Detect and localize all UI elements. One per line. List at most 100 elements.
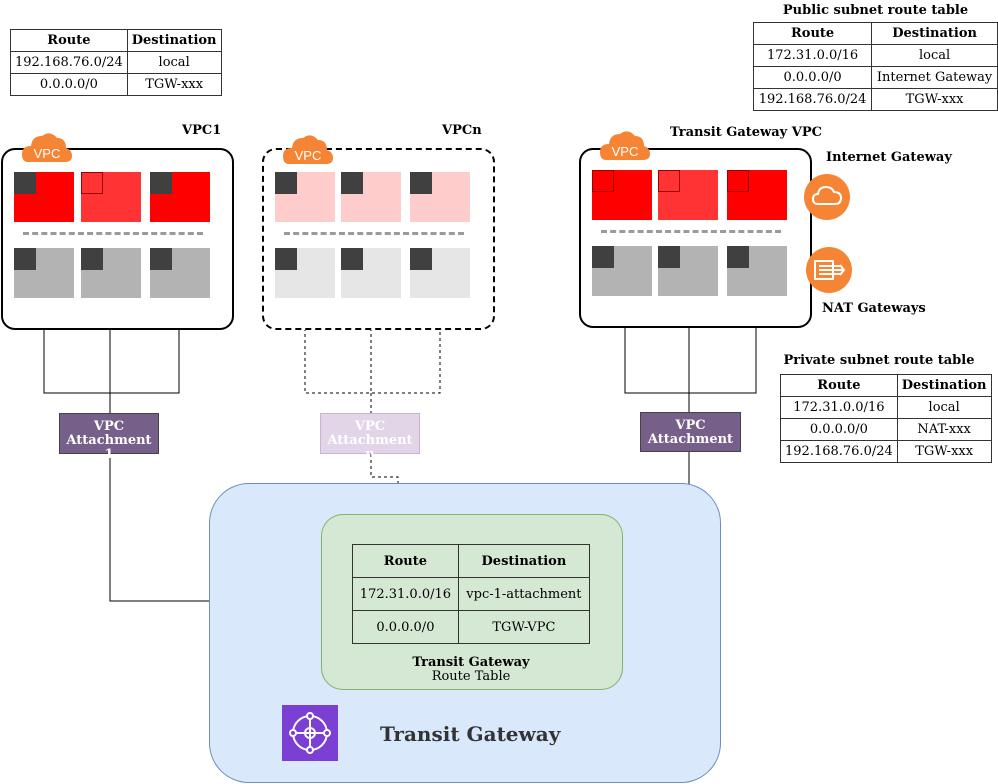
route-cell: 0.0.0.0/0 xyxy=(10,73,128,96)
lock-icon xyxy=(14,172,36,194)
attachment-label-line1: VPC xyxy=(93,419,125,434)
vpc1-box xyxy=(1,148,234,330)
private-subnet xyxy=(658,246,718,296)
lock-icon xyxy=(592,170,614,192)
private-subnet xyxy=(275,248,335,298)
lock-icon xyxy=(410,172,432,194)
attachment-label-line1: VPC xyxy=(354,419,386,434)
private-subnet xyxy=(341,248,401,298)
lock-icon xyxy=(81,172,103,194)
vpc1-label: VPC1 xyxy=(182,123,222,138)
lock-icon xyxy=(410,248,432,270)
nat-gateways-label: NAT Gateways xyxy=(822,301,926,316)
private-subnet xyxy=(592,246,652,296)
internet-gateway-icon xyxy=(804,174,850,220)
public-subnet xyxy=(410,172,470,222)
destination-cell: NAT-xxx xyxy=(896,418,992,441)
destination-header: Destination xyxy=(126,29,222,52)
destination-cell: local xyxy=(126,51,222,74)
lock-icon xyxy=(658,246,680,268)
lock-icon xyxy=(592,246,614,268)
route-header: Route xyxy=(10,29,128,52)
vpc-attachment-1: VPC Attachment 1 xyxy=(59,413,159,462)
internet-gateway-label: Internet Gateway xyxy=(826,150,952,165)
route-cell: 192.168.76.0/24 xyxy=(10,51,128,74)
lock-icon xyxy=(150,172,172,194)
route-cell: 172.31.0.0/16 xyxy=(752,44,873,67)
svg-text:VPC: VPC xyxy=(612,144,639,159)
private-subnet xyxy=(727,246,787,296)
destination-header: Destination xyxy=(871,22,998,45)
vpc-cloud-icon: VPC xyxy=(22,133,72,162)
route-cell: 172.31.0.0/16 xyxy=(352,577,459,611)
svg-text:VPC: VPC xyxy=(34,146,61,161)
tgw-vpc-box xyxy=(579,148,812,328)
vpc-cloud-icon: VPC xyxy=(600,131,650,160)
transit-gateway-icon xyxy=(282,705,338,761)
vpc1-route-table: Route Destination 192.168.76.0/24 local … xyxy=(10,29,222,96)
private-route-table-title: Private subnet route table xyxy=(783,353,975,368)
public-subnet xyxy=(81,172,141,222)
subnet-separator xyxy=(601,230,781,233)
destination-cell: TGW-xxx xyxy=(871,88,998,111)
route-cell: 0.0.0.0/0 xyxy=(752,66,873,89)
nat-gateway-icon xyxy=(806,247,852,293)
private-subnet xyxy=(150,248,210,298)
public-subnet xyxy=(341,172,401,222)
lock-icon xyxy=(341,248,363,270)
public-subnet xyxy=(275,172,335,222)
vpc-cloud-icon: VPC xyxy=(283,135,333,164)
private-subnet xyxy=(14,248,74,298)
destination-cell: local xyxy=(871,44,998,67)
tgw-route-table: Route Destination 172.31.0.0/16 vpc-1-at… xyxy=(352,544,591,644)
lock-icon xyxy=(150,248,172,270)
destination-header: Destination xyxy=(896,374,992,397)
tgw-route-table-caption: Transit Gateway Route Table xyxy=(321,656,621,684)
public-subnet xyxy=(150,172,210,222)
destination-cell: vpc-1-attachment xyxy=(457,577,591,611)
destination-cell: TGW-xxx xyxy=(896,440,992,463)
lock-icon xyxy=(658,170,680,192)
route-header: Route xyxy=(780,374,898,397)
transit-gateway-title: Transit Gateway xyxy=(380,722,561,746)
lock-icon xyxy=(14,248,36,270)
private-subnet xyxy=(81,248,141,298)
lock-icon xyxy=(81,248,103,270)
attachment-label-line2: Attachment n xyxy=(327,433,413,462)
attachment-label-line2: Attachment xyxy=(647,432,734,447)
subnet-separator xyxy=(23,232,203,235)
public-subnet xyxy=(658,170,718,220)
public-subnet xyxy=(14,172,74,222)
destination-cell: local xyxy=(896,396,992,419)
lock-icon xyxy=(275,172,297,194)
destination-cell: TGW-VPC xyxy=(457,610,591,644)
route-cell: 172.31.0.0/16 xyxy=(780,396,898,419)
destination-cell: TGW-xxx xyxy=(126,73,222,96)
lock-icon xyxy=(727,246,749,268)
vpcn-label: VPCn xyxy=(442,123,482,138)
route-cell: 192.168.76.0/24 xyxy=(752,88,873,111)
tgw-route-table-caption-sub: Route Table xyxy=(431,669,511,684)
lock-icon xyxy=(727,170,749,192)
route-cell: 0.0.0.0/0 xyxy=(352,610,459,644)
private-subnet xyxy=(410,248,470,298)
lock-icon xyxy=(275,248,297,270)
vpc-attachment-n: VPC Attachment n xyxy=(320,413,420,462)
subnet-separator xyxy=(284,232,464,235)
route-cell: 0.0.0.0/0 xyxy=(780,418,898,441)
svg-text:VPC: VPC xyxy=(295,148,322,163)
route-header: Route xyxy=(752,22,873,45)
public-subnet xyxy=(727,170,787,220)
public-subnet xyxy=(592,170,652,220)
private-route-table: Route Destination 172.31.0.0/16 local 0.… xyxy=(780,374,992,463)
vpc-attachment: VPC Attachment xyxy=(640,412,741,452)
vpcn-box xyxy=(262,148,495,330)
public-route-table: Route Destination 172.31.0.0/16 local 0.… xyxy=(752,22,998,111)
public-route-table-title: Public subnet route table xyxy=(782,3,969,18)
attachment-label-line1: VPC xyxy=(675,418,706,433)
route-cell: 192.168.76.0/24 xyxy=(780,440,898,463)
tgw-vpc-label: Transit Gateway VPC xyxy=(670,125,822,140)
tgw-route-table-caption-title: Transit Gateway xyxy=(412,655,530,670)
destination-cell: Internet Gateway xyxy=(871,66,998,89)
destination-header: Destination xyxy=(457,544,591,578)
